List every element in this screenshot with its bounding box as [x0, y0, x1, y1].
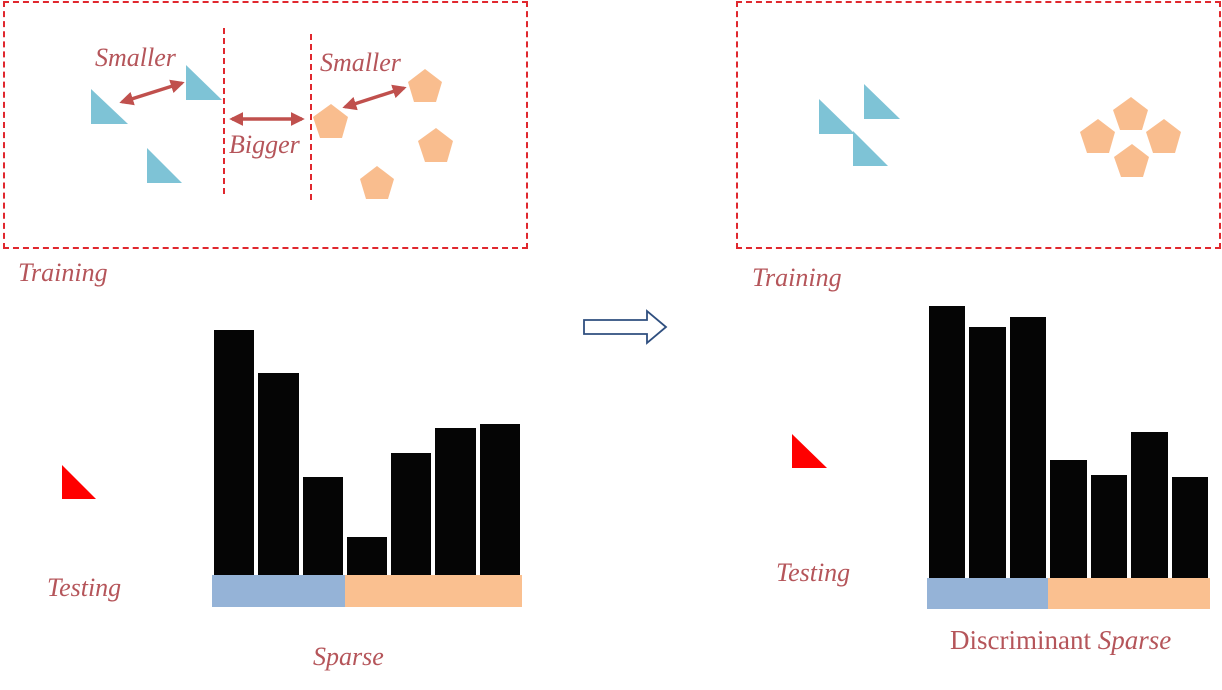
pentagon-icon	[1114, 144, 1149, 177]
right-testing-label: Testing	[776, 558, 851, 587]
class-bar-triangle	[212, 575, 345, 607]
left-sparse-label: Sparse	[313, 642, 384, 671]
right-triangle-icon	[62, 465, 96, 499]
right-triangle-icon	[853, 131, 888, 166]
histogram-bar	[1171, 477, 1208, 578]
histogram-bar	[479, 424, 520, 575]
caption-italic: Sparse	[1097, 625, 1172, 655]
double-arrow-icon	[342, 84, 407, 111]
histogram-bar	[1090, 475, 1128, 578]
histogram-bar	[435, 428, 476, 575]
histogram-bar	[929, 306, 966, 578]
caption-prefix: Discriminant	[950, 625, 1091, 655]
left-training-shapes	[91, 65, 453, 199]
right-test-sample	[792, 434, 827, 468]
pentagon-icon	[408, 69, 442, 102]
bigger-label: Bigger	[229, 130, 300, 159]
smaller-label-left: Smaller	[95, 43, 176, 72]
histogram-bar	[1131, 432, 1168, 578]
histogram-bar	[969, 327, 1006, 578]
left-training-label: Training	[18, 258, 108, 287]
right-triangle-icon	[864, 84, 900, 119]
class-bar-triangle	[927, 578, 1049, 609]
histogram-bar	[258, 373, 299, 575]
right-caption: Discriminant Sparse	[950, 627, 1171, 654]
pentagon-icon	[313, 104, 348, 138]
pentagon-icon	[360, 166, 394, 199]
hollow-right-arrow-icon	[583, 309, 668, 345]
histogram-bar	[1050, 460, 1087, 578]
right-training-shapes	[819, 84, 1181, 177]
histogram-bar	[1009, 317, 1047, 578]
right-triangle-icon	[91, 89, 128, 124]
pentagon-icon	[1113, 97, 1148, 130]
pentagon-icon	[418, 128, 453, 162]
class-bar-pentagon	[344, 575, 522, 607]
left-divider-2	[310, 34, 312, 200]
left-histogram	[212, 300, 522, 608]
double-arrow-icon	[119, 79, 185, 106]
right-histogram	[927, 300, 1210, 609]
left-testing-label: Testing	[47, 573, 122, 602]
histogram-bar	[302, 477, 343, 575]
right-triangle-icon	[792, 434, 827, 468]
class-bar-pentagon	[1048, 578, 1210, 609]
right-triangle-icon	[186, 65, 222, 100]
right-training-box	[736, 1, 1221, 249]
right-triangle-icon	[819, 99, 855, 134]
histogram-bar	[214, 330, 255, 575]
histogram-bar	[391, 453, 432, 575]
left-training-box	[3, 1, 528, 249]
right-training-label: Training	[752, 263, 842, 292]
left-divider-1	[223, 28, 225, 194]
histogram-bar	[346, 537, 388, 575]
pentagon-icon	[1080, 119, 1115, 153]
left-test-sample	[62, 465, 96, 499]
right-triangle-icon	[147, 148, 182, 183]
pentagon-icon	[1146, 119, 1181, 153]
smaller-label-right: Smaller	[320, 48, 401, 77]
